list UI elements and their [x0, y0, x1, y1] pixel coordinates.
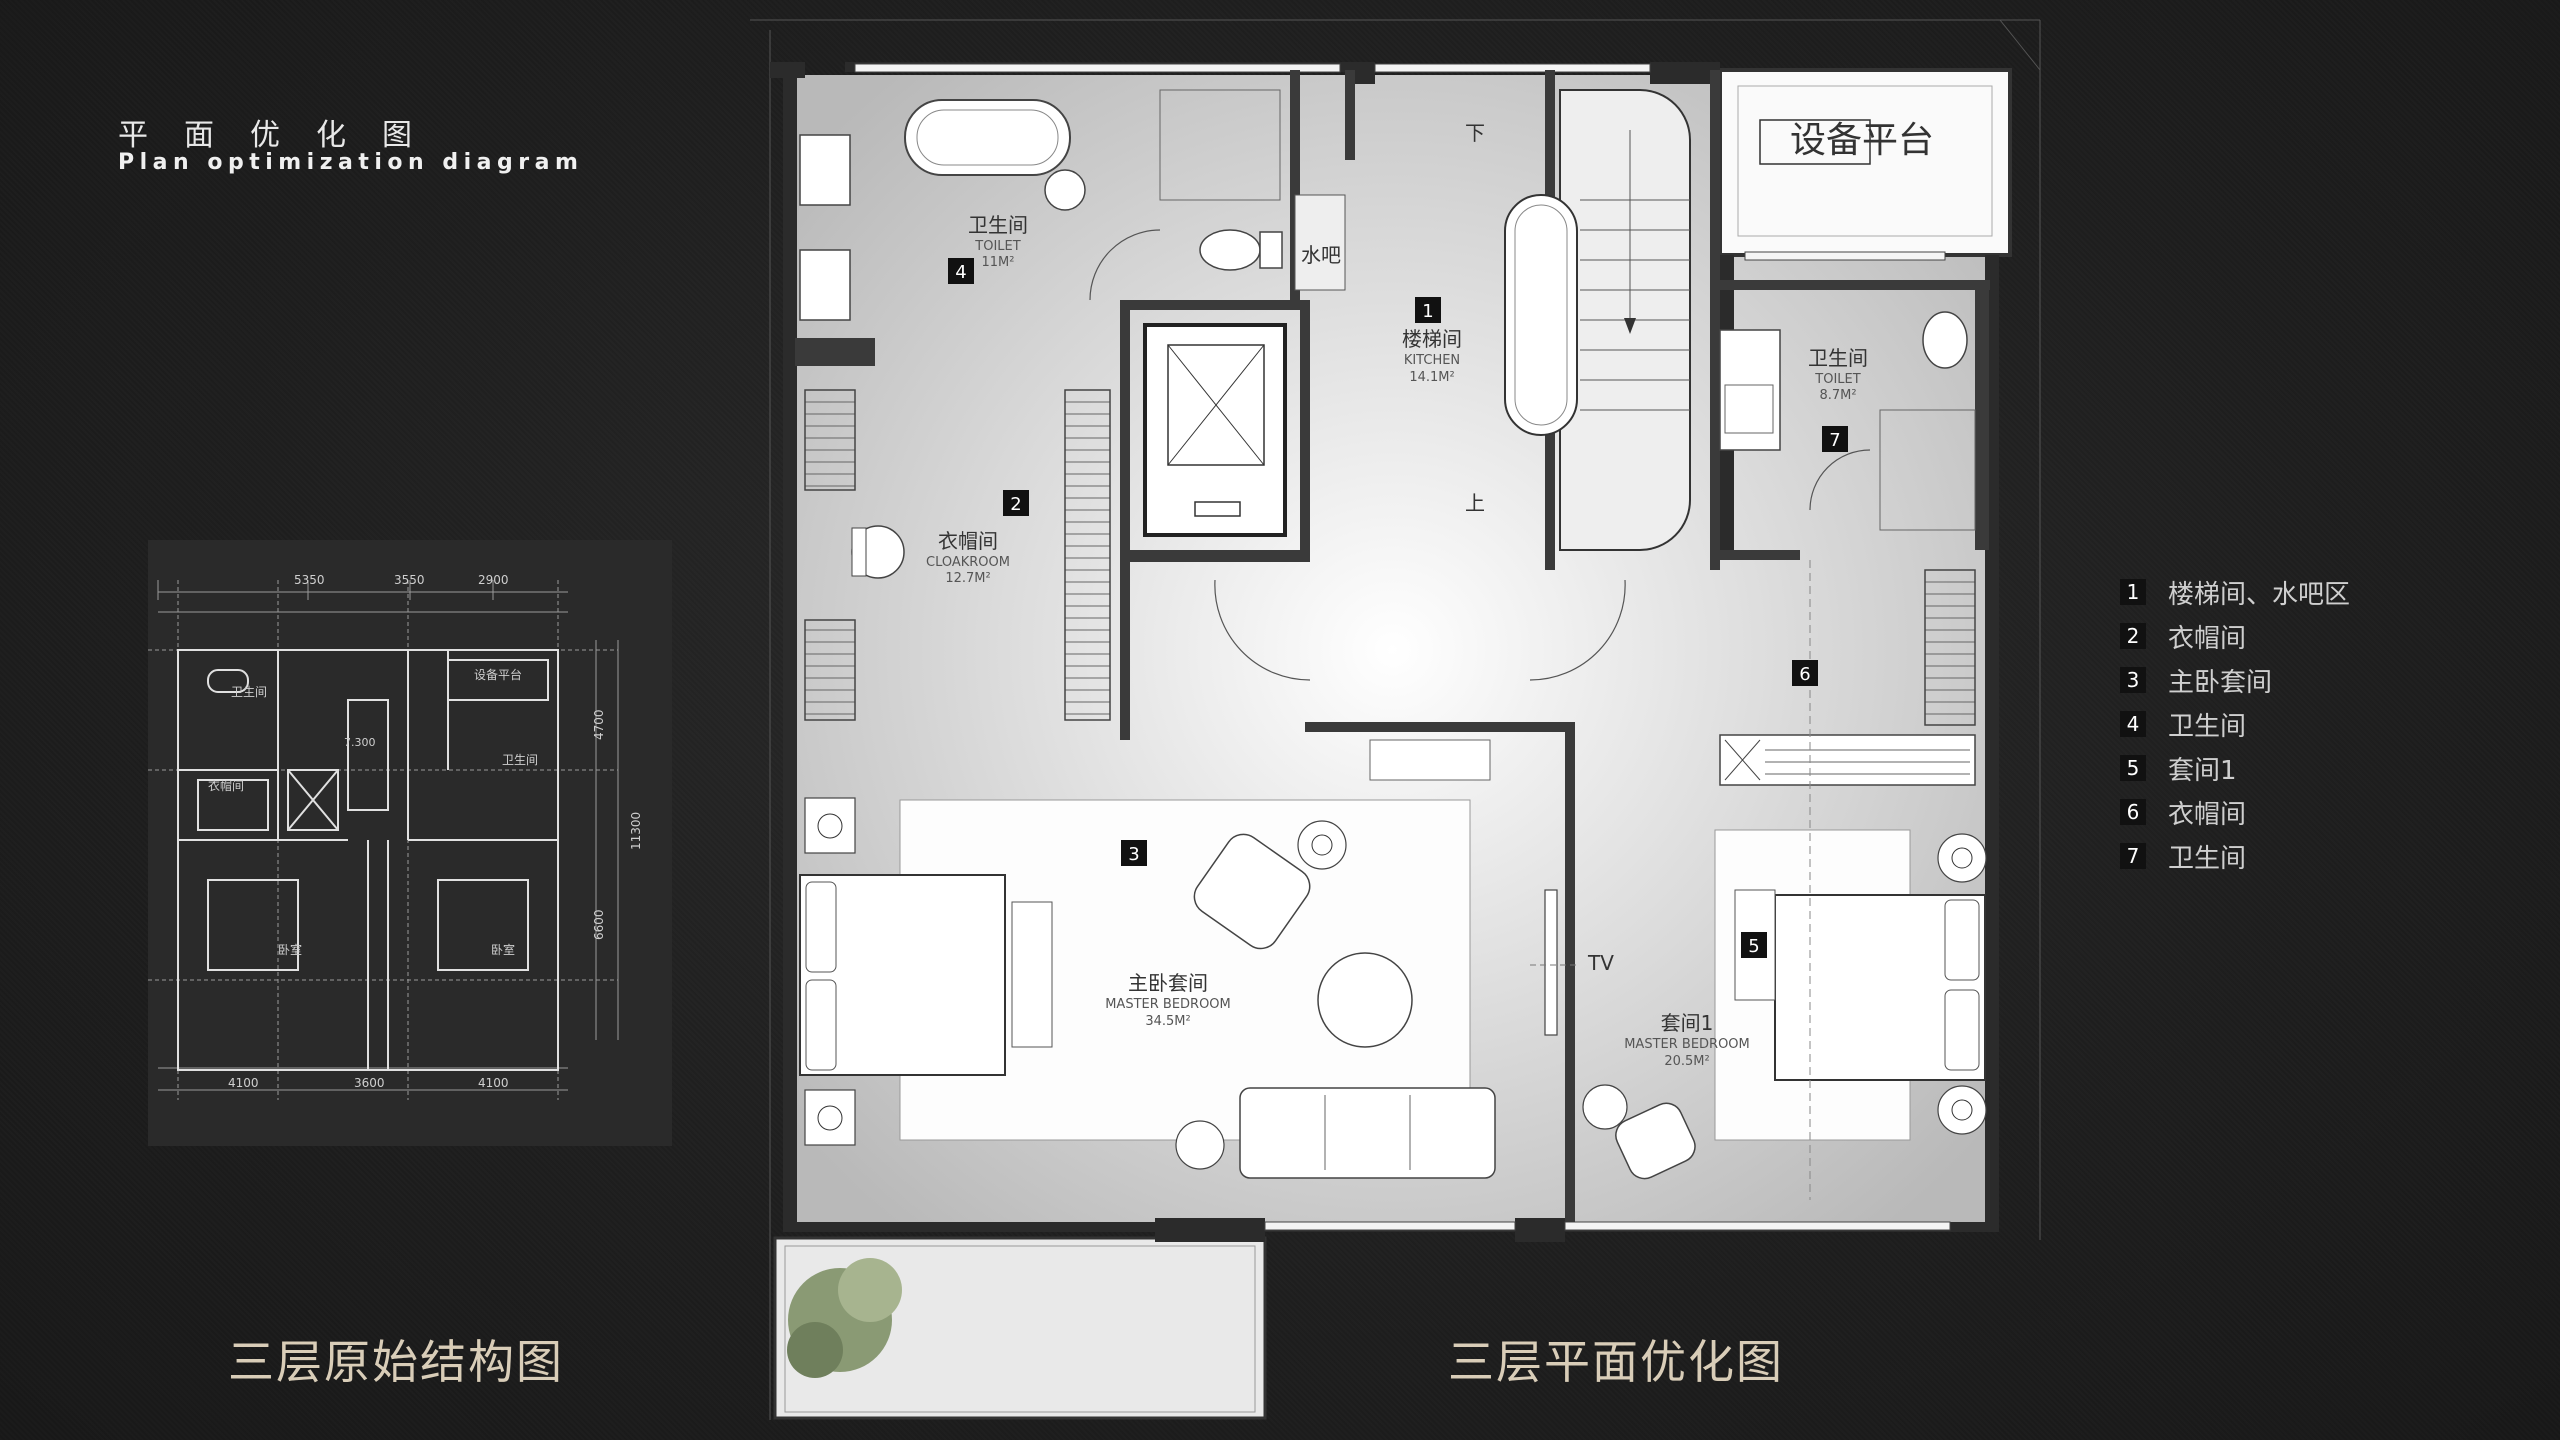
badge-5: 5: [1741, 932, 1767, 958]
svg-text:14.1M²: 14.1M²: [1409, 370, 1454, 385]
badge-1: 1: [1415, 297, 1441, 323]
svg-text:3: 3: [1128, 844, 1139, 865]
legend-label: 主卧套间: [2168, 667, 2273, 698]
legend-item-2: 2 衣帽间: [2120, 614, 2350, 658]
bathtub-icon: [904, 99, 1071, 176]
legend-label: 卫生间: [2168, 843, 2247, 874]
orig-dim-top-3: 2900: [478, 573, 509, 587]
armchair-icon: [1193, 833, 1311, 950]
svg-text:8.7M²: 8.7M²: [1819, 388, 1856, 403]
tv-label: TV: [1587, 951, 1614, 975]
caption-original: 三层原始结构图: [228, 1335, 564, 1389]
svg-text:2: 2: [1010, 494, 1021, 515]
svg-text:CLOAKROOM: CLOAKROOM: [926, 555, 1010, 570]
badge-2: 2: [1003, 490, 1029, 516]
stair-up-label: 上: [1465, 491, 1485, 515]
caption-optimized: 三层平面优化图: [1448, 1335, 1784, 1389]
page-title: 平面优化图: [118, 118, 448, 153]
room-label-bath4: 卫生间 TOILET 11M²: [968, 213, 1028, 270]
svg-text:TOILET: TOILET: [974, 239, 1020, 254]
svg-text:12.7M²: 12.7M²: [945, 571, 990, 586]
sofa-icon: [1239, 1087, 1496, 1179]
svg-text:1: 1: [1422, 301, 1433, 322]
svg-text:MASTER BEDROOM: MASTER BEDROOM: [1624, 1037, 1750, 1052]
legend-num: 1: [2120, 579, 2146, 605]
badge-3: 3: [1121, 840, 1147, 866]
svg-text:主卧套间: 主卧套间: [1128, 971, 1208, 995]
original-plan-panel: 5350 3550 2900 4100 3600 4100 4700 6600 …: [148, 540, 672, 1146]
legend-num: 2: [2120, 623, 2146, 649]
sink-icon: [799, 134, 851, 206]
legend-item-7: 7 卫生间: [2120, 834, 2350, 878]
badge-6: 6: [1792, 660, 1818, 686]
page-subtitle: Plan optimization diagram: [118, 150, 584, 175]
orig-dim-top-2: 3550: [394, 573, 425, 587]
orig-dim-bottom-2: 3600: [354, 1076, 385, 1090]
equipment-label: 设备平台: [1790, 120, 1934, 161]
legend-item-1: 1 楼梯间、水吧区: [2120, 570, 2350, 614]
orig-label-bath: 卫生间: [231, 685, 267, 699]
room-label-stair1: 楼梯间 KITCHEN 14.1M²: [1402, 327, 1462, 385]
badge-7: 7: [1822, 426, 1848, 452]
svg-text:5: 5: [1748, 936, 1759, 957]
orig-dim-right-1: 4700: [592, 709, 606, 740]
legend-label: 卫生间: [2168, 711, 2247, 742]
svg-text:6: 6: [1799, 664, 1810, 685]
room-label-master3: 主卧套间 MASTER BEDROOM 34.5M²: [1105, 971, 1231, 1029]
orig-label-bed1: 卧室: [278, 942, 302, 957]
room-label-bath7: 卫生间 TOILET 8.7M²: [1808, 346, 1868, 403]
round-table-icon: [1317, 952, 1413, 1048]
legend-item-4: 4 卫生间: [2120, 702, 2350, 746]
orig-dim-total: 11300: [629, 812, 643, 850]
legend-item-6: 6 衣帽间: [2120, 790, 2350, 834]
badge-4: 4: [948, 258, 974, 284]
legend-label: 楼梯间、水吧区: [2168, 579, 2351, 610]
legend-num: 6: [2120, 799, 2146, 825]
legend-num: 5: [2120, 755, 2146, 781]
legend-label: 套间1: [2168, 755, 2237, 786]
orig-elevation: 7.300: [344, 736, 376, 749]
orig-dim-top-1: 5350: [294, 573, 325, 587]
original-plan-drawing: 5350 3550 2900 4100 3600 4100 4700 6600 …: [148, 573, 643, 1100]
legend: 1 楼梯间、水吧区 2 衣帽间 3 主卧套间 4 卫生间 5 套间1 6 衣帽间…: [2120, 570, 2350, 878]
orig-label-bed2: 卧室: [491, 942, 515, 957]
room-label-cloak2: 衣帽间 CLOAKROOM 12.7M²: [926, 529, 1010, 586]
legend-num: 4: [2120, 711, 2146, 737]
toilet-icon: [1199, 229, 1261, 271]
legend-item-3: 3 主卧套间: [2120, 658, 2350, 702]
legend-num: 3: [2120, 667, 2146, 693]
orig-label-equip: 设备平台: [474, 667, 522, 682]
equipment-platform: [1718, 68, 2012, 257]
legend-label: 衣帽间: [2168, 799, 2247, 830]
orig-dim-bottom-3: 4100: [478, 1076, 509, 1090]
svg-text:4: 4: [955, 262, 966, 283]
svg-text:MASTER BEDROOM: MASTER BEDROOM: [1105, 997, 1231, 1012]
orig-label-bath2: 卫生间: [502, 753, 538, 767]
stair-down-label: 下: [1465, 121, 1485, 145]
orig-dim-right-2: 6600: [592, 909, 606, 940]
svg-text:卫生间: 卫生间: [1808, 346, 1868, 370]
svg-text:7: 7: [1829, 430, 1840, 451]
svg-text:套间1: 套间1: [1661, 1011, 1714, 1035]
orig-label-cloak: 衣帽间: [208, 778, 244, 793]
legend-label: 衣帽间: [2168, 623, 2247, 654]
svg-text:34.5M²: 34.5M²: [1145, 1014, 1190, 1029]
svg-text:20.5M²: 20.5M²: [1664, 1054, 1709, 1069]
svg-text:TOILET: TOILET: [1814, 372, 1860, 387]
svg-text:卫生间: 卫生间: [968, 213, 1028, 237]
legend-item-5: 5 套间1: [2120, 746, 2350, 790]
svg-text:衣帽间: 衣帽间: [938, 529, 998, 553]
legend-num: 7: [2120, 843, 2146, 869]
svg-text:楼梯间: 楼梯间: [1402, 327, 1462, 351]
svg-text:KITCHEN: KITCHEN: [1404, 353, 1460, 368]
tv-icon: [1544, 889, 1558, 1036]
room-label-suite5: 套间1 MASTER BEDROOM 20.5M²: [1624, 1011, 1750, 1069]
svg-text:11M²: 11M²: [982, 255, 1015, 270]
waterbar-label: 水吧: [1301, 243, 1341, 267]
orig-dim-bottom-1: 4100: [228, 1076, 259, 1090]
